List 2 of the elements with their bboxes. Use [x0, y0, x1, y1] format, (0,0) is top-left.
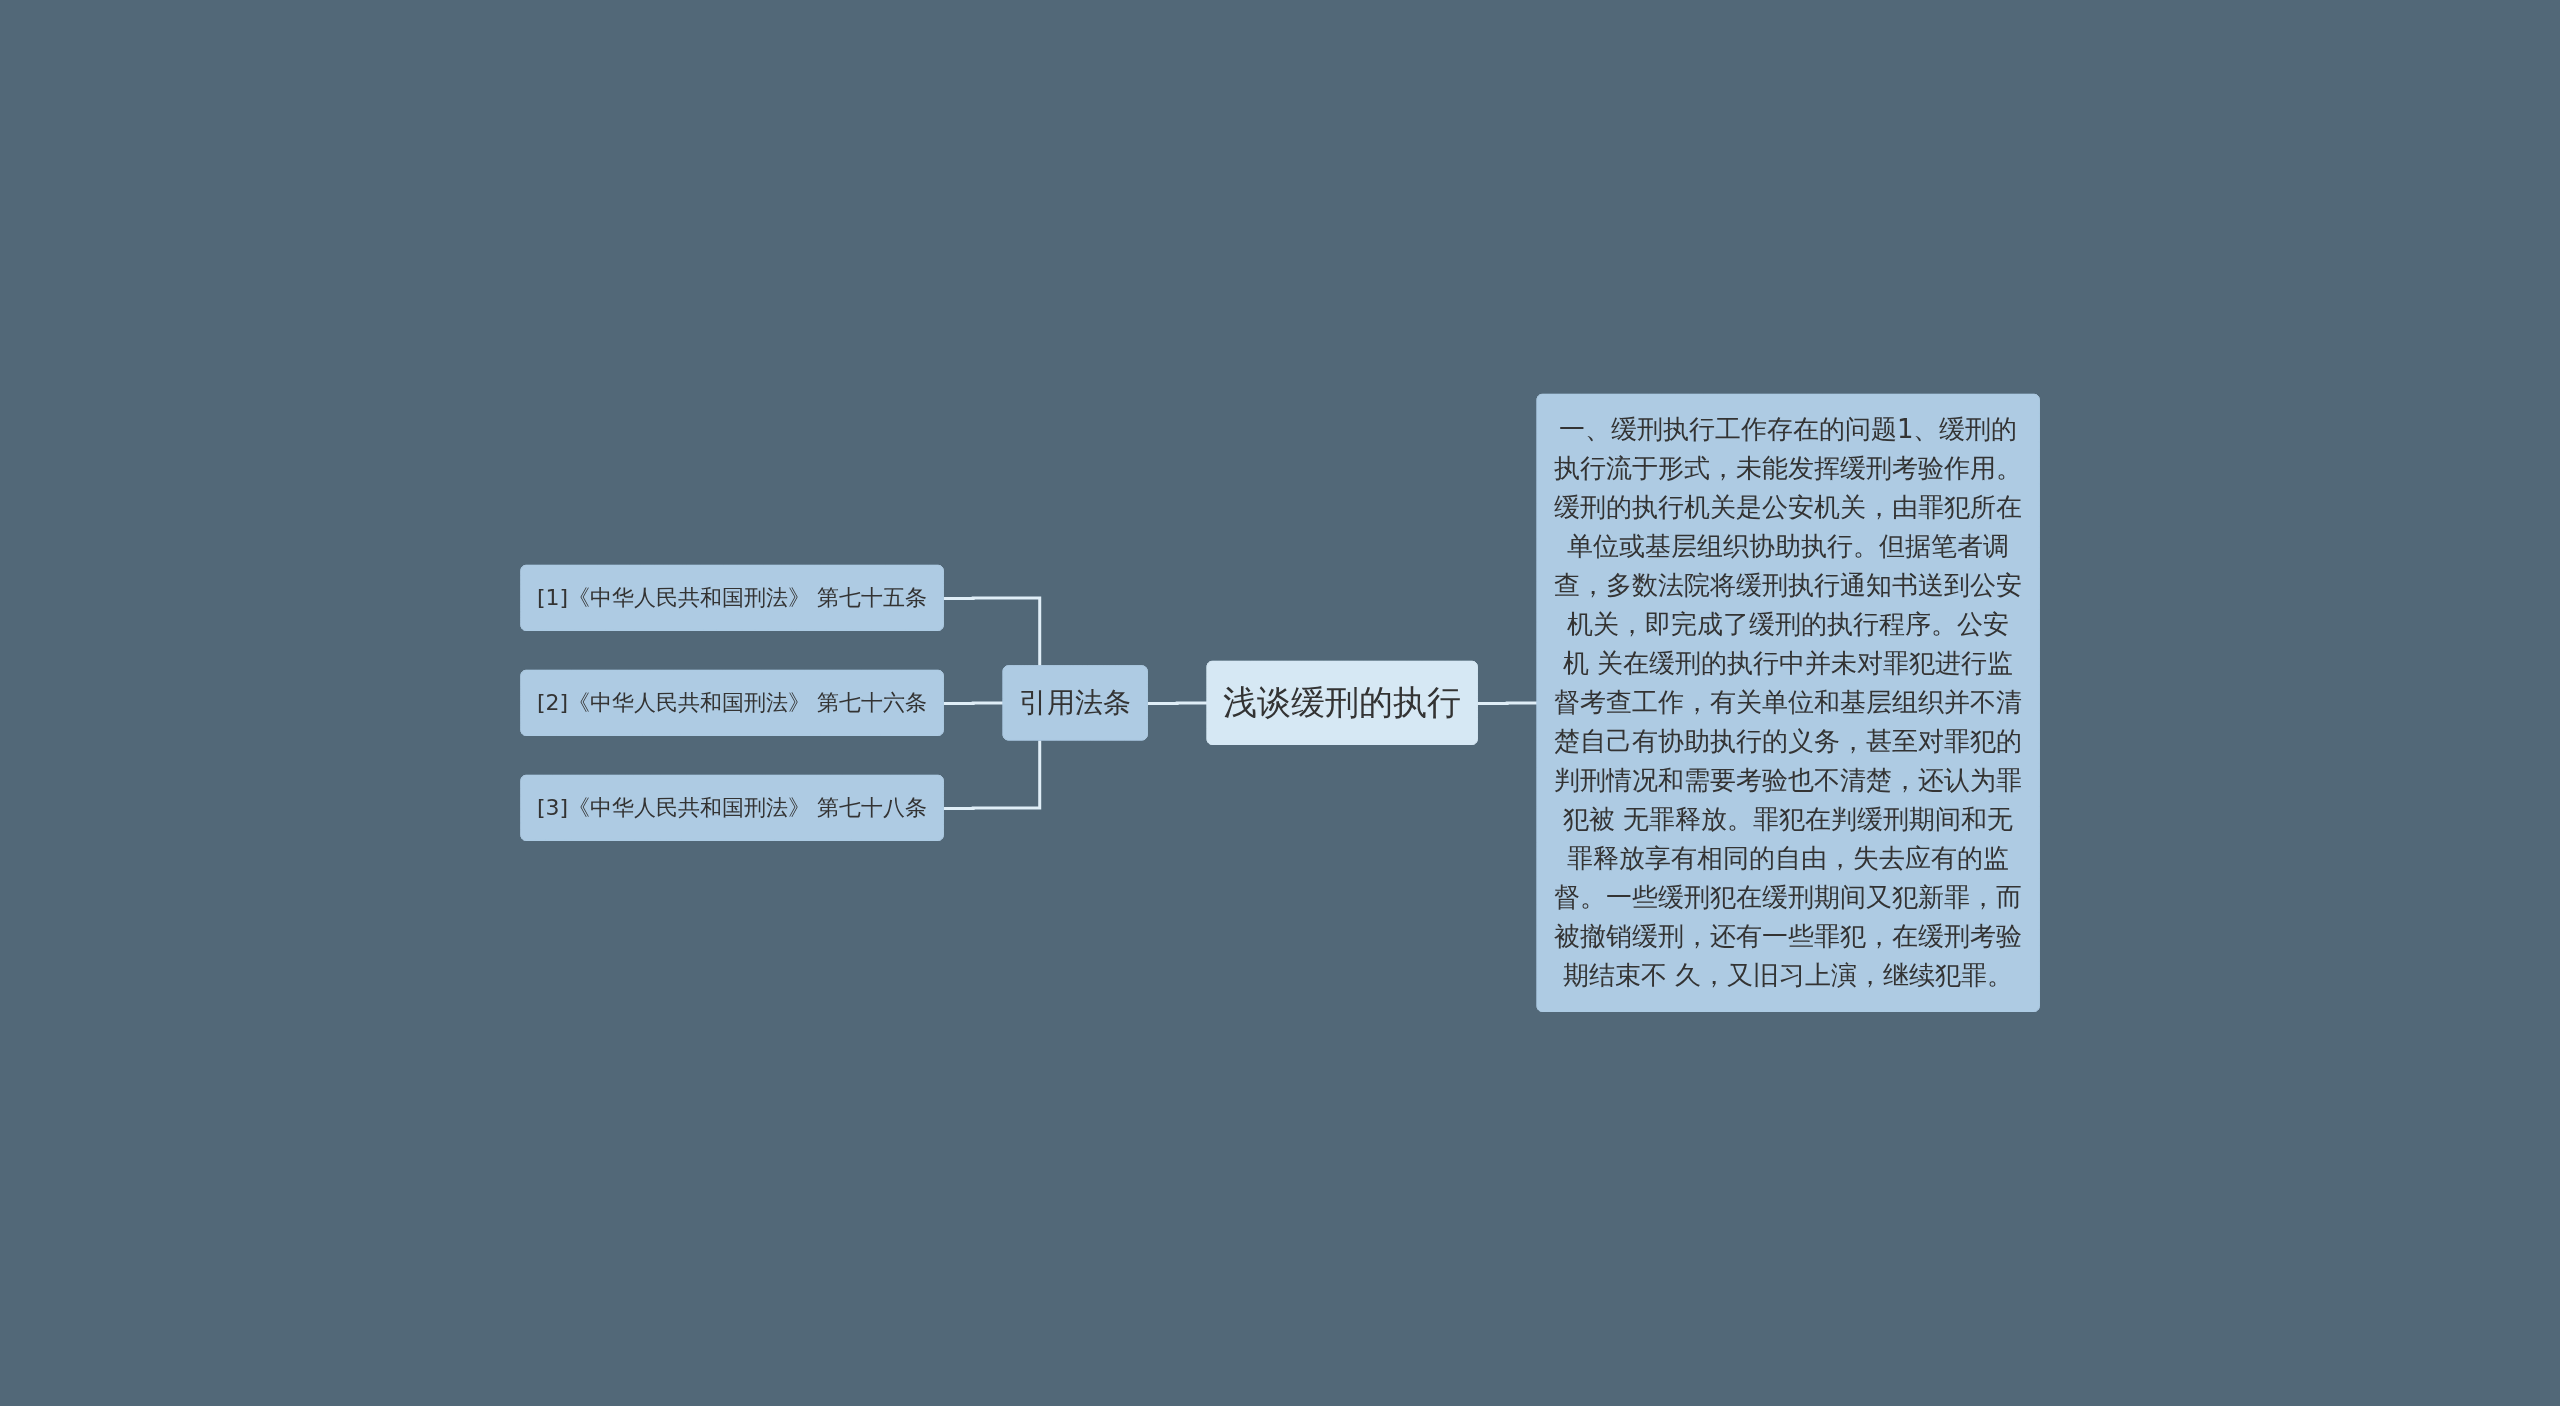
connector	[943, 740, 1042, 810]
connector	[943, 596, 1042, 667]
